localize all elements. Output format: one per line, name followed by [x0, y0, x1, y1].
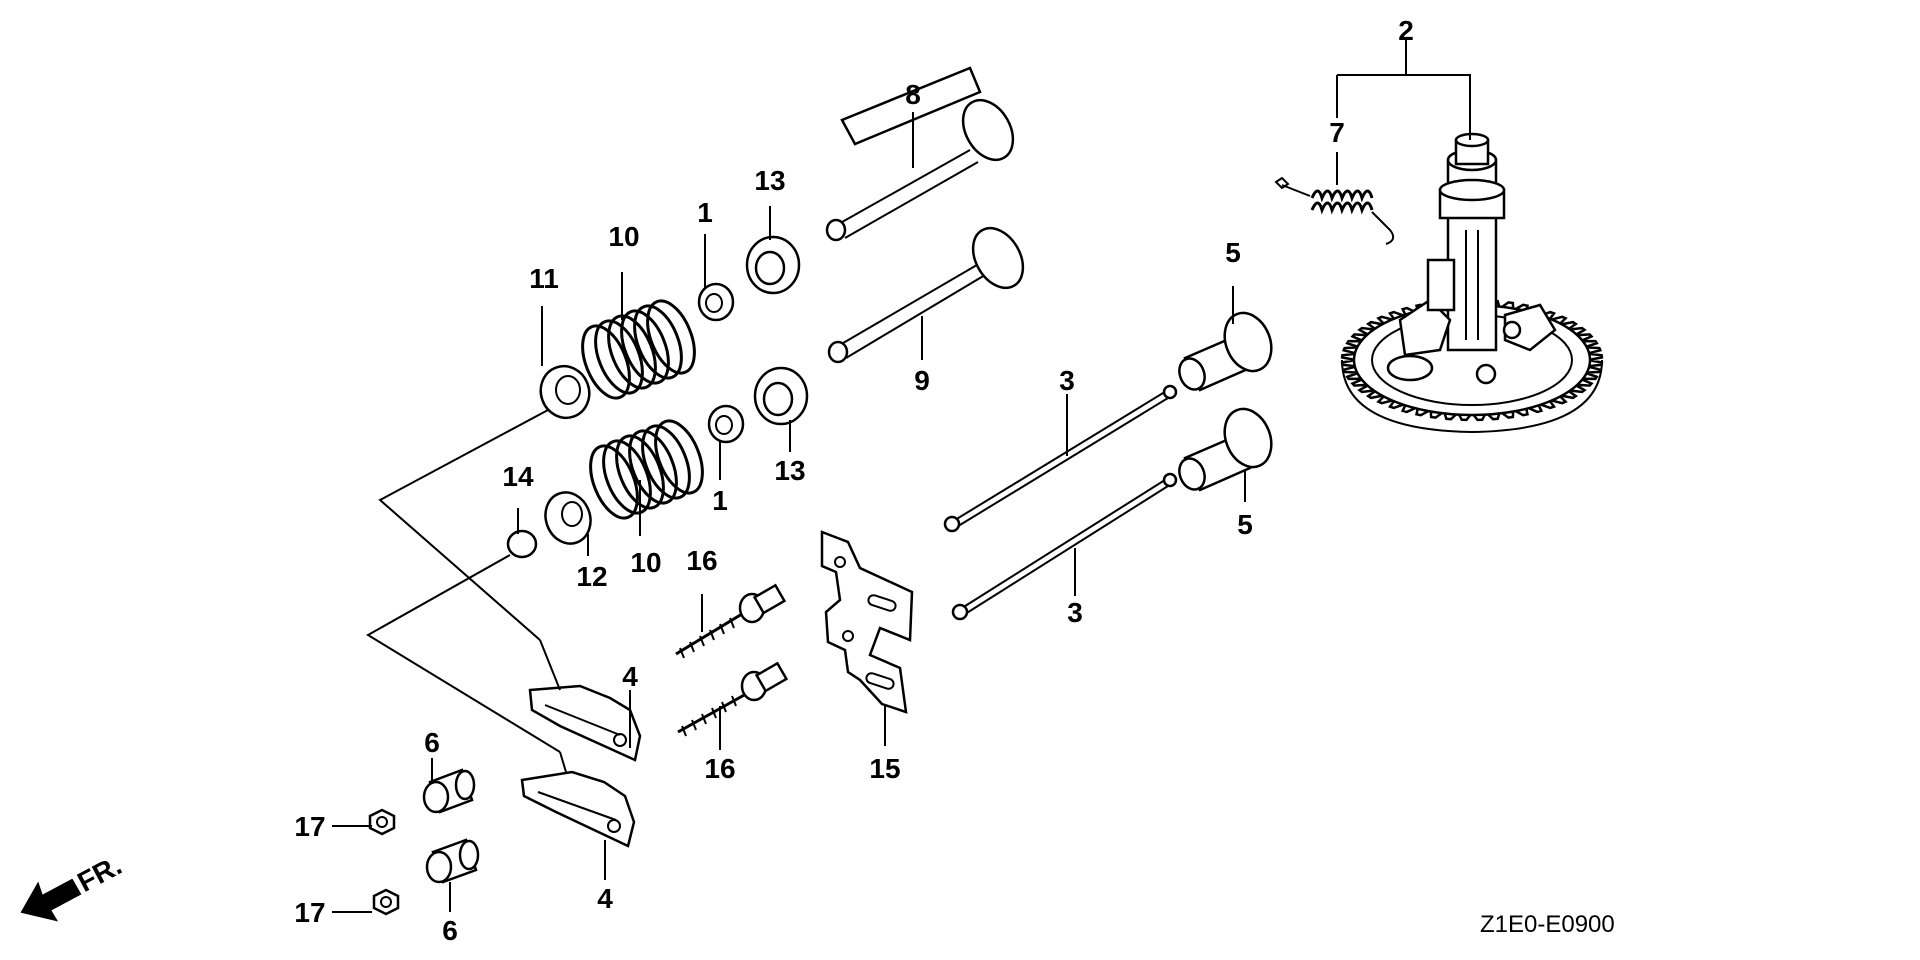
callout-12: 12 [576, 561, 607, 592]
spring-coil [633, 304, 683, 380]
valve-spring-upper [581, 299, 696, 400]
camshaft-gear [1340, 132, 1604, 434]
valve-spring-lower [589, 419, 704, 520]
pivot-lower [425, 838, 480, 884]
rocker-arm-upper [528, 684, 642, 762]
collet-1-upper [697, 282, 735, 322]
callout-3-lower: 3 [1067, 597, 1083, 628]
spring-coil [589, 444, 639, 520]
spring-coil [646, 299, 696, 375]
valve-8 [825, 66, 1015, 242]
spring-coil [654, 419, 704, 495]
assembly-lines [366, 40, 1471, 773]
push-rods [943, 384, 1178, 621]
seal-13-lower [753, 366, 809, 426]
callout-16-lower: 16 [704, 753, 735, 784]
stud-bolt-upper [675, 583, 787, 659]
callout-9: 9 [914, 365, 930, 396]
callout-13-lower: 13 [774, 455, 805, 486]
spring-coil [628, 429, 678, 505]
diagram-code: Z1E0-E0900 [1480, 911, 1615, 938]
callouts: 2 7 8 9 13 13 1 1 10 10 11 14 12 5 5 3 3… [294, 15, 1413, 946]
callout-4-upper: 4 [622, 661, 638, 692]
pivot-upper [422, 768, 476, 814]
front-arrow-icon [20, 878, 82, 922]
leader-lines [332, 112, 1338, 913]
callout-14: 14 [502, 461, 534, 492]
rocker-arm-lower [520, 770, 636, 848]
callout-3-upper: 3 [1059, 365, 1075, 396]
callout-8: 8 [905, 79, 921, 110]
callout-1-lower: 1 [712, 485, 728, 516]
callout-6-upper: 6 [424, 727, 440, 758]
callout-16-upper: 16 [686, 545, 717, 576]
spring-coil [581, 324, 631, 400]
nut-lower [372, 888, 400, 916]
callout-17-lower: 17 [294, 897, 325, 928]
callout-6-lower: 6 [442, 915, 458, 946]
front-arrow: FR. [20, 849, 127, 922]
tappet-lower [1178, 407, 1273, 492]
callout-10-lower: 10 [630, 547, 661, 578]
callout-10-upper: 10 [608, 221, 639, 252]
callout-13-upper: 13 [754, 165, 785, 196]
tappet-upper [1178, 311, 1273, 392]
spring-coil [602, 439, 652, 515]
spring-coil [615, 434, 665, 510]
callout-2: 2 [1398, 15, 1414, 46]
retainer-11 [539, 364, 591, 420]
front-label: FR. [72, 849, 126, 898]
stud-bolt-lower [677, 661, 789, 737]
callout-15: 15 [869, 753, 900, 784]
retainer-12 [544, 491, 592, 545]
spring-coil [594, 319, 644, 395]
spring-coil [641, 424, 691, 500]
spring-coil [620, 309, 670, 385]
valve-9 [827, 226, 1025, 364]
callout-1-upper: 1 [697, 197, 713, 228]
nut-upper [368, 808, 396, 836]
callout-11: 11 [529, 263, 559, 294]
callout-17-upper: 17 [294, 811, 325, 842]
callout-4-lower: 4 [597, 883, 613, 914]
spring-coil [607, 314, 657, 390]
cap-14 [506, 529, 538, 559]
callout-5-upper: 5 [1225, 237, 1241, 268]
return-spring [1274, 176, 1395, 245]
callout-7: 7 [1329, 117, 1345, 148]
guide-plate-15 [820, 530, 914, 714]
callout-5-lower: 5 [1237, 509, 1253, 540]
collet-1-lower [707, 404, 745, 444]
seal-13-upper [745, 235, 801, 295]
